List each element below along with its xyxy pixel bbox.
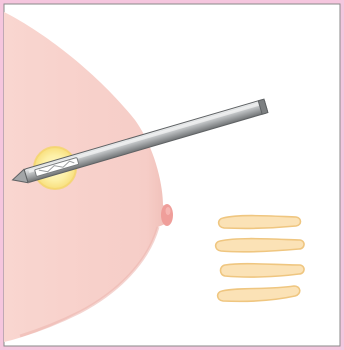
tissue-core-sample-1 [219, 216, 301, 229]
nipple-highlight [166, 207, 171, 215]
tissue-core-sample-2 [216, 239, 304, 252]
nipple [161, 204, 173, 226]
tissue-core-sample-3 [221, 264, 305, 277]
